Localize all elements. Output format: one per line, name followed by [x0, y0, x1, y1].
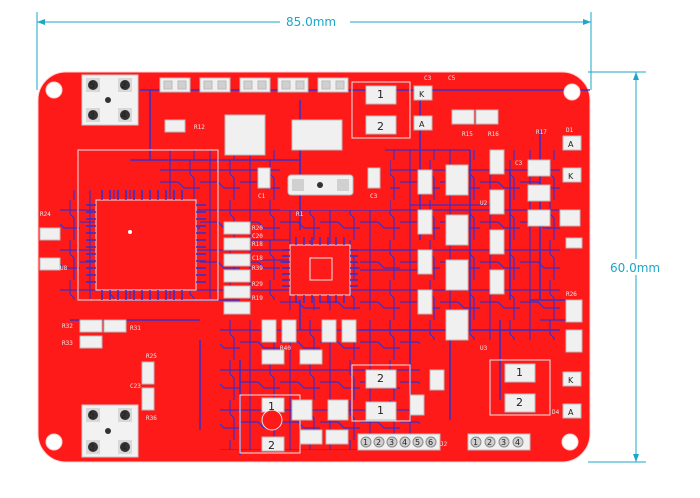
designator-label: R36	[146, 415, 157, 422]
pin-number: 4	[402, 438, 407, 447]
pin-number: 4	[121, 111, 127, 121]
width-dimension: 85.0mm	[36, 12, 592, 90]
designator-label: R39	[252, 265, 263, 272]
designator-label: R33	[62, 340, 73, 347]
designator-label: R31	[130, 325, 141, 332]
designator-label: R20	[252, 225, 263, 232]
header-4-pin: 1 2 3 4	[467, 433, 531, 451]
polarity-label: K	[568, 376, 574, 385]
connector-bottom-left: 5 2 3 4	[81, 404, 139, 458]
pin-number: 1	[268, 400, 275, 413]
polarity-label: A	[568, 140, 574, 149]
pin-number: 1	[516, 366, 523, 379]
designator-label: U2	[480, 200, 488, 207]
pin-number: 4	[121, 443, 127, 453]
mounting-hole	[561, 433, 579, 451]
pin-number: 1	[377, 88, 384, 101]
pin-number: 2	[377, 120, 384, 133]
pin-number: 2	[268, 439, 275, 452]
pin-number: 1	[363, 438, 368, 447]
misc-smd-pads	[39, 109, 583, 445]
designator-label: R32	[62, 323, 73, 330]
designator-label: C3	[370, 193, 378, 200]
height-dimension: 60.0mm	[588, 71, 669, 463]
polarity-label: A	[568, 408, 574, 417]
power-component: 1 2	[351, 81, 411, 139]
designator-label: R19	[252, 295, 263, 302]
designator-label: C1	[258, 193, 266, 200]
top-resistor-row	[159, 77, 349, 93]
designator-label: D4	[552, 409, 560, 416]
crystal-oscillator	[287, 174, 354, 196]
pin-number: 2	[377, 372, 384, 385]
pin-number: 2	[121, 81, 127, 91]
pin-number: 3	[89, 111, 95, 121]
silkscreen-designators: R12 R17 R24 R20 R19 R18 R16 R15 R32 R31 …	[40, 75, 577, 448]
connector-top-left: 5 2 3 4	[81, 74, 139, 126]
header-6-pin: 1 2 3 4 5 6	[357, 433, 441, 451]
polarity-label: K	[568, 172, 574, 181]
height-dimension-label: 60.0mm	[610, 261, 660, 275]
designator-label: U8	[60, 265, 68, 272]
pin-number: 3	[89, 443, 95, 453]
designator-label: R1	[296, 211, 304, 218]
pin-number: 5	[89, 81, 95, 91]
designator-label: C23	[130, 383, 141, 390]
mounting-holes	[45, 81, 581, 451]
diode-pads: A K K A K A	[413, 85, 582, 419]
pin-number: 2	[516, 396, 523, 409]
pin-number: 5	[89, 411, 95, 421]
mounting-hole	[563, 83, 581, 101]
designator-label: R26	[566, 291, 577, 298]
designator-label: R25	[146, 353, 157, 360]
width-dimension-label: 85.0mm	[286, 15, 336, 29]
mcu-left	[77, 149, 219, 301]
designator-label: C18	[252, 255, 263, 262]
designator-label: U3	[480, 345, 488, 352]
pin-number: 3	[501, 438, 506, 447]
power-component: 1 2	[489, 359, 551, 416]
power-component: 2 1	[351, 364, 411, 422]
designator-label: R17	[536, 129, 547, 136]
designator-label: J2	[440, 441, 448, 448]
designator-label: C5	[448, 75, 456, 82]
designator-label: R40	[280, 345, 291, 352]
pin-number: 1	[473, 438, 478, 447]
passive-column-right	[417, 149, 505, 315]
power-component: 1 2	[239, 394, 301, 454]
pin-number: 2	[376, 438, 381, 447]
designator-label: R18	[252, 241, 263, 248]
polarity-label: A	[419, 120, 425, 129]
designator-label: R15	[462, 131, 473, 138]
pin-number: 4	[515, 438, 520, 447]
designator-label: R16	[488, 131, 499, 138]
pin-number: 1	[377, 404, 384, 417]
pin-number: 5	[415, 438, 420, 447]
designator-label: R24	[40, 211, 51, 218]
designator-label: D1	[566, 127, 574, 134]
pin-number: 2	[487, 438, 492, 447]
designator-label: C20	[252, 233, 263, 240]
polarity-label: K	[419, 90, 425, 99]
pin-number: 2	[121, 411, 127, 421]
designator-label: C3	[515, 160, 523, 167]
passive-column-left	[223, 221, 251, 315]
designator-label: R29	[252, 281, 263, 288]
designator-label: R12	[194, 124, 205, 131]
pin-number: 3	[389, 438, 394, 447]
pin-number: 6	[428, 438, 433, 447]
mcu-center	[282, 237, 358, 303]
mounting-hole	[45, 433, 63, 451]
designator-label: C3	[424, 75, 432, 82]
mounting-hole	[45, 81, 63, 99]
